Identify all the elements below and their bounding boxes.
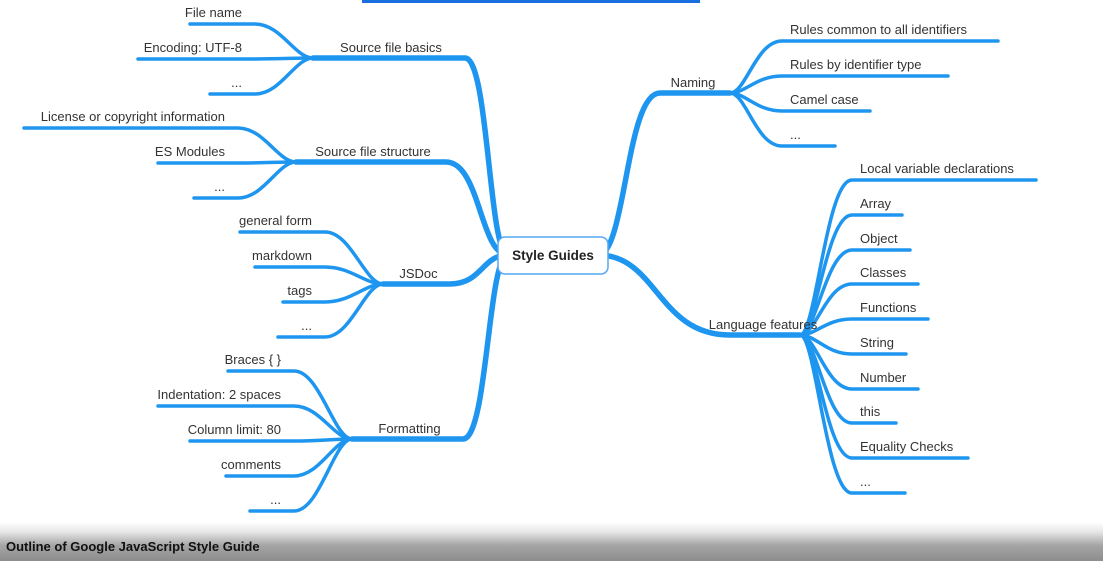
- child-label: Braces { }: [225, 352, 282, 367]
- child-label: Encoding: UTF-8: [144, 40, 242, 55]
- child-label: Number: [860, 370, 907, 385]
- child-label: comments: [221, 457, 281, 472]
- branch-label: Formatting: [378, 421, 440, 436]
- child-branch: [798, 178, 1038, 337]
- child-label: ...: [790, 127, 801, 142]
- child-label: markdown: [252, 248, 312, 263]
- child-label: String: [860, 335, 894, 350]
- child-label: Camel case: [790, 92, 859, 107]
- child-branch: [248, 437, 354, 513]
- child-label: Equality Checks: [860, 439, 954, 454]
- child-branch: [728, 74, 950, 95]
- main-branch: [595, 90, 733, 258]
- child-branch: [156, 160, 298, 165]
- child-branch: [192, 160, 298, 200]
- child-label: Array: [860, 196, 892, 211]
- child-label: Object: [860, 231, 898, 246]
- branch-label: Source file basics: [340, 40, 442, 55]
- child-branch: [798, 317, 930, 337]
- branch-label: Language features: [709, 317, 818, 332]
- top-accent-bar: [362, 0, 700, 3]
- child-branch: [188, 437, 354, 443]
- child-label: ...: [301, 318, 312, 333]
- child-branch: [136, 56, 315, 61]
- child-label: ...: [860, 474, 871, 489]
- child-label: License or copyright information: [41, 109, 225, 124]
- child-label: general form: [239, 213, 312, 228]
- child-label: ES Modules: [155, 144, 226, 159]
- main-branch: [595, 252, 803, 338]
- child-label: ...: [270, 492, 281, 507]
- main-branch: [293, 159, 511, 258]
- child-label: File name: [185, 5, 242, 20]
- child-label: this: [860, 404, 881, 419]
- child-label: Column limit: 80: [188, 422, 281, 437]
- branch-label: JSDoc: [399, 266, 438, 281]
- child-branch: [276, 282, 385, 339]
- root-node-box: [497, 236, 609, 275]
- child-label: Classes: [860, 265, 907, 280]
- root-node: Style Guides: [497, 236, 609, 275]
- child-label: Functions: [860, 300, 917, 315]
- caption-text: Outline of Google JavaScript Style Guide: [6, 539, 260, 554]
- child-label: Rules by identifier type: [790, 57, 922, 72]
- branch-label: Source file structure: [315, 144, 431, 159]
- child-branch: [728, 91, 837, 148]
- child-label: Rules common to all identifiers: [790, 22, 968, 37]
- child-label: tags: [287, 283, 312, 298]
- video-caption-bar: Outline of Google JavaScript Style Guide: [0, 522, 1103, 561]
- child-label: Local variable declarations: [860, 161, 1014, 176]
- child-branch: [798, 333, 907, 495]
- root-label: Style Guides: [512, 248, 594, 263]
- branch-label: Naming: [671, 75, 716, 90]
- child-label: ...: [214, 179, 225, 194]
- child-label: ...: [231, 75, 242, 90]
- child-label: Indentation: 2 spaces: [157, 387, 281, 402]
- child-branch: [208, 56, 315, 96]
